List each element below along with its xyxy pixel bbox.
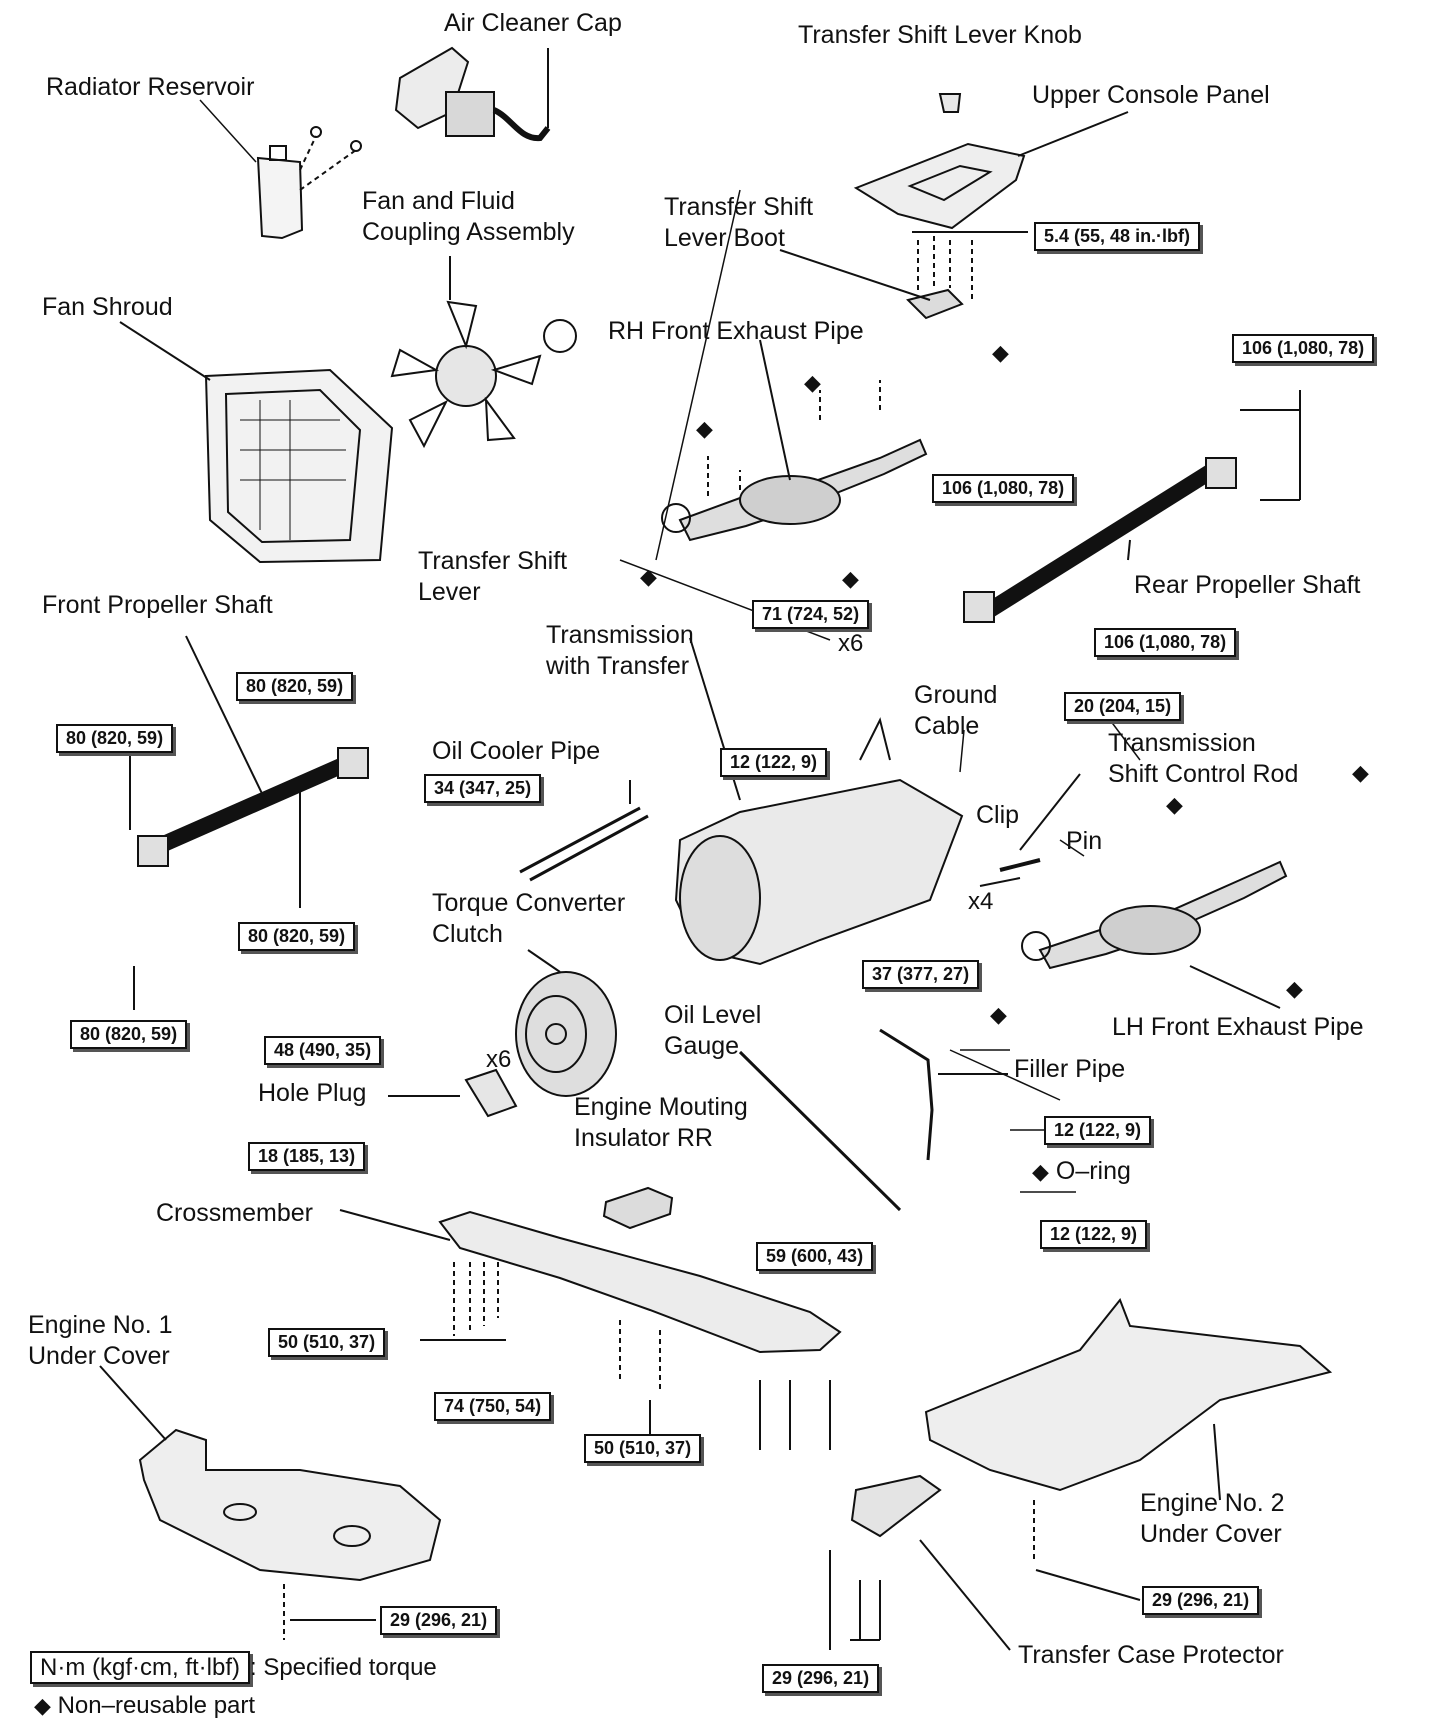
legend-non-reusable: ◆ Non–reusable part [34, 1692, 255, 1720]
torque-transmission-bolts: 37 (377, 27) [862, 960, 980, 989]
multiplier-x6-converter: x6 [486, 1046, 512, 1073]
diamond-marker-icon: ◆ [1286, 976, 1303, 1001]
label-ground-cable: Ground Cable [914, 681, 998, 740]
torque-hole-plug: 18 (185, 13) [248, 1142, 366, 1171]
label-torque-converter-clutch: Torque Converter Clutch [432, 889, 626, 948]
label-o-ring: ◆ O–ring [1032, 1156, 1131, 1187]
legend-diamond-icon: ◆ [34, 1693, 51, 1718]
rh-front-exhaust-pipe-part [661, 339, 928, 542]
torque-converter: 48 (490, 35) [264, 1036, 382, 1065]
label-transfer-shift-lever-boot: Transfer Shift Lever Boot [664, 193, 814, 252]
label-transfer-case-protector: Transfer Case Protector [1018, 1641, 1284, 1669]
fan-coupling-part [390, 256, 577, 449]
label-transmission-with-transfer: Transmission with Transfer [546, 621, 694, 680]
label-lh-front-exhaust-pipe: LH Front Exhaust Pipe [1112, 1013, 1364, 1041]
engine-mounting-insulator-part [602, 1186, 674, 1230]
torque-crossmember-left: 50 (510, 37) [268, 1328, 386, 1357]
o-ring-text: O–ring [1055, 1157, 1131, 1185]
label-upper-console-panel: Upper Console Panel [1032, 81, 1270, 109]
torque-console: 5.4 (55, 48 in.·lbf) [1034, 222, 1201, 251]
label-rear-propeller-shaft: Rear Propeller Shaft [1134, 571, 1361, 599]
label-oil-cooler-pipe: Oil Cooler Pipe [432, 737, 601, 765]
torque-ground-cable: 20 (204, 15) [1064, 692, 1182, 721]
fan-shroud-part [119, 321, 394, 564]
transfer-shift-lever-boot-part [779, 231, 1028, 320]
torque-rear-shaft-mid: 106 (1,080, 78) [932, 474, 1075, 503]
torque-rear-shaft-top: 106 (1,080, 78) [1232, 334, 1375, 363]
label-front-propeller-shaft: Front Propeller Shaft [42, 591, 273, 619]
lh-front-exhaust-pipe-part [1021, 860, 1288, 1009]
diamond-marker-icon: ◆ [1166, 792, 1183, 817]
label-fan-coupling: Fan and Fluid Coupling Assembly [362, 187, 575, 246]
diamond-marker-icon: ◆ [992, 340, 1009, 365]
multiplier-x6-top: x6 [838, 630, 864, 657]
legend-non-reusable-text: Non–reusable part [57, 1692, 256, 1719]
hole-plug-part [388, 1068, 518, 1118]
label-rh-front-exhaust-pipe: RH Front Exhaust Pipe [608, 317, 864, 345]
label-transmission-shift-control-rod: Transmission Shift Control Rod [1108, 729, 1299, 788]
label-pin: Pin [1066, 827, 1103, 855]
torque-cover2: 29 (296, 21) [1142, 1586, 1260, 1615]
label-radiator-reservoir: Radiator Reservoir [46, 73, 255, 101]
shift-control-rod-part [979, 773, 1081, 887]
torque-shift-lever: 12 (122, 9) [720, 748, 828, 777]
torque-front-shaft-mid: 80 (820, 59) [238, 922, 356, 951]
oil-cooler-pipe-part [519, 780, 649, 882]
label-engine-no1-under-cover: Engine No. 1 Under Cover [28, 1311, 173, 1370]
label-clip: Clip [976, 801, 1020, 829]
multiplier-x4: x4 [968, 888, 994, 915]
torque-cover1: 29 (296, 21) [380, 1606, 498, 1635]
radiator-reservoir-part [256, 126, 362, 240]
label-engine-mounting-insulator-rr: Engine Mouting Insulator RR [574, 1093, 748, 1152]
label-transfer-shift-lever-knob: Transfer Shift Lever Knob [798, 21, 1082, 49]
torque-rear-shaft-bottom: 106 (1,080, 78) [1094, 628, 1237, 657]
legend-torque: N·m (kgf·cm, ft·lbf): Specified torque [30, 1651, 437, 1684]
o-ring-diamond-icon: ◆ [1032, 1159, 1049, 1184]
torque-protector: 29 (296, 21) [762, 1664, 880, 1693]
label-air-cleaner-cap: Air Cleaner Cap [444, 9, 622, 37]
transfer-shift-lever-knob-part [938, 93, 962, 113]
torque-crossmember-right: 50 (510, 37) [584, 1434, 702, 1463]
diamond-marker-icon: ◆ [1352, 760, 1369, 785]
torque-converter-part [515, 949, 617, 1097]
torque-front-shaft-top: 80 (820, 59) [236, 672, 354, 701]
upper-console-panel-part [853, 111, 1129, 230]
transmission-part [674, 637, 964, 966]
torque-front-shaft-left: 80 (820, 59) [56, 724, 174, 753]
air-cleaner-cap-part [394, 46, 551, 142]
oil-level-gauge-part [738, 1028, 1008, 1212]
torque-crossmember-mid: 74 (750, 54) [434, 1392, 552, 1421]
legend-unit-text: : Specified torque [249, 1654, 437, 1681]
diamond-marker-icon: ◆ [696, 416, 713, 441]
torque-filler-lower: 12 (122, 9) [1040, 1220, 1148, 1249]
label-fan-shroud: Fan Shroud [42, 293, 173, 321]
label-engine-no2-under-cover: Engine No. 2 Under Cover [1140, 1489, 1285, 1548]
torque-front-shaft-bottom: 80 (820, 59) [70, 1020, 188, 1049]
torque-oil-cooler: 34 (347, 25) [424, 774, 542, 803]
engine-no2-under-cover-part [924, 1298, 1333, 1601]
label-transfer-shift-lever: Transfer Shift Lever [418, 547, 568, 606]
transfer-case-protector-part [829, 1474, 1011, 1651]
engine-no1-under-cover-part [99, 1365, 442, 1640]
label-crossmember: Crossmember [156, 1199, 313, 1227]
diamond-marker-icon: ◆ [640, 564, 657, 589]
crossmember-part [339, 1209, 842, 1450]
front-propeller-shaft-part [129, 635, 369, 1010]
torque-filler-upper: 12 (122, 9) [1044, 1116, 1152, 1145]
diamond-marker-icon: ◆ [804, 370, 821, 395]
diamond-marker-icon: ◆ [842, 566, 859, 591]
label-oil-level-gauge: Oil Level Gauge [664, 1001, 762, 1060]
diamond-marker-icon: ◆ [990, 1002, 1007, 1027]
label-filler-pipe: Filler Pipe [1014, 1055, 1126, 1083]
label-hole-plug: Hole Plug [258, 1079, 367, 1107]
torque-insulator: 59 (600, 43) [756, 1242, 874, 1271]
torque-exhaust-rh: 71 (724, 52) [752, 600, 870, 629]
rear-propeller-shaft-part [963, 390, 1301, 623]
legend-unit-box: N·m (kgf·cm, ft·lbf) [30, 1651, 250, 1684]
